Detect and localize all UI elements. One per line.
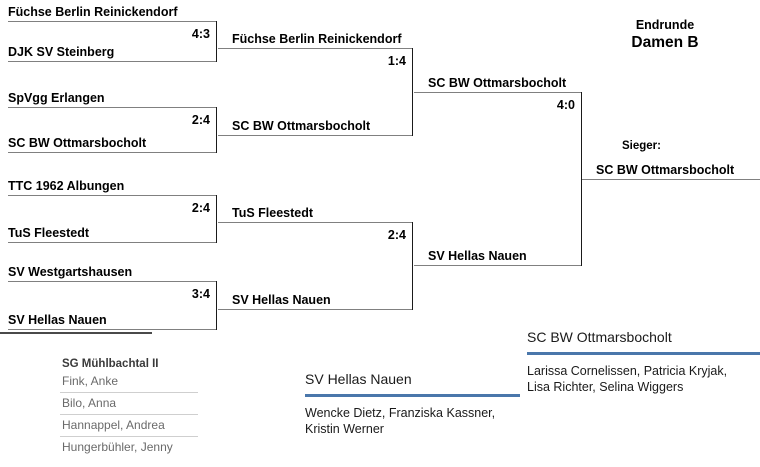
r2-m2-team-top: TuS Fleestedt — [232, 206, 314, 220]
roster-hellas-underline — [305, 394, 520, 397]
r1-m4-team-bottom: SV Hellas Nauen — [8, 313, 107, 327]
r1-m2-score: 2:4 — [191, 113, 210, 127]
r1-m4-team-top: SV Westgartshausen — [8, 265, 133, 279]
r1-m3-score: 2:4 — [191, 201, 210, 215]
r1-m1-team-bottom: DJK SV Steinberg — [8, 45, 115, 59]
final-score: 4:0 — [556, 98, 575, 112]
r2-m1-rule-top — [218, 48, 412, 49]
r1-m2-rule-top — [8, 107, 216, 108]
faded-roster-topbar — [0, 332, 152, 334]
r1-m1-rule-bottom — [8, 61, 216, 62]
r1-m1-bracket-edge — [216, 21, 217, 62]
roster-hellas-players-line2: Kristin Werner — [305, 422, 384, 436]
roster-ottmarsbocholt-players-line2: Lisa Richter, Selina Wiggers — [527, 380, 684, 394]
final-bracket-edge — [581, 92, 582, 266]
faded-roster-player: Fink, Anke — [62, 374, 119, 388]
r1-m4-score: 3:4 — [191, 287, 210, 301]
faded-roster-separator — [60, 436, 198, 437]
r1-m4-bracket-edge — [216, 281, 217, 330]
final-team-bottom: SV Hellas Nauen — [428, 249, 527, 263]
r2-m1-score: 1:4 — [387, 54, 406, 68]
final-rule-bottom — [414, 265, 581, 266]
faded-roster-player: Bilo, Anna — [62, 396, 117, 410]
r1-m4-rule-top — [8, 281, 216, 282]
roster-hellas-title: SV Hellas Nauen — [305, 371, 412, 387]
r2-m1-team-bottom: SC BW Ottmarsbocholt — [232, 119, 371, 133]
r1-m2-team-bottom: SC BW Ottmarsbocholt — [8, 136, 147, 150]
final-rule-top — [414, 92, 581, 93]
header-title: Damen B — [631, 34, 699, 51]
r2-m1-team-top: Füchse Berlin Reinickendorf — [232, 32, 402, 46]
roster-ottmarsbocholt-title: SC BW Ottmarsbocholt — [527, 329, 672, 345]
r2-m2-score: 2:4 — [387, 228, 406, 242]
faded-roster-separator — [60, 392, 198, 393]
faded-roster-separator — [60, 414, 198, 415]
r1-m3-rule-top — [8, 195, 216, 196]
r1-m3-bracket-edge — [216, 195, 217, 243]
r2-m2-team-bottom: SV Hellas Nauen — [232, 293, 331, 307]
winner-rule — [582, 179, 760, 180]
r2-m1-rule-bottom — [218, 135, 412, 136]
r1-m2-team-top: SpVgg Erlangen — [8, 91, 105, 105]
r2-m2-rule-top — [218, 222, 412, 223]
r1-m3-team-top: TTC 1962 Albungen — [8, 179, 125, 193]
roster-hellas-players-line1: Wencke Dietz, Franziska Kassner, — [305, 406, 496, 420]
r1-m2-rule-bottom — [8, 152, 216, 153]
r1-m1-score: 4:3 — [191, 27, 210, 41]
r1-m1-rule-top — [8, 21, 216, 22]
r1-m3-team-bottom: TuS Fleestedt — [8, 226, 90, 240]
r1-m3-rule-bottom — [8, 242, 216, 243]
faded-roster-player: Hungerbühler, Jenny — [62, 440, 173, 454]
r2-m2-bracket-edge — [412, 222, 413, 310]
r1-m1-team-top: Füchse Berlin Reinickendorf — [8, 5, 178, 19]
header-subtitle: Endrunde — [635, 18, 695, 32]
final-team-top: SC BW Ottmarsbocholt — [428, 76, 567, 90]
winner-team: SC BW Ottmarsbocholt — [596, 163, 735, 177]
r1-m4-rule-bottom — [8, 329, 216, 330]
faded-roster-title: SG Mühlbachtal II — [62, 358, 159, 370]
r2-m2-rule-bottom — [218, 309, 412, 310]
faded-roster-player: Hannappel, Andrea — [62, 418, 165, 432]
r2-m1-bracket-edge — [412, 48, 413, 136]
winner-label: Sieger: — [622, 140, 661, 152]
r1-m2-bracket-edge — [216, 107, 217, 153]
roster-ottmarsbocholt-underline — [527, 352, 760, 355]
roster-ottmarsbocholt-players-line1: Larissa Cornelissen, Patricia Kryjak, — [527, 364, 728, 378]
